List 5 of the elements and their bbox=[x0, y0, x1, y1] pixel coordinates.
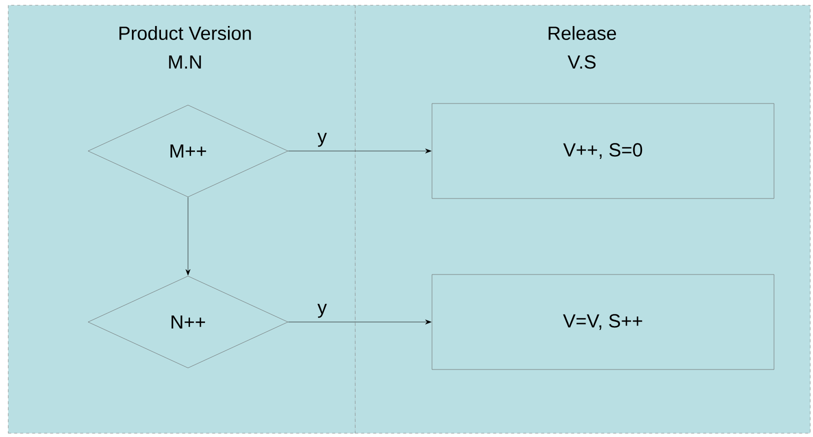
arrow bbox=[186, 197, 190, 276]
process-box: V++, S=0 bbox=[432, 103, 774, 199]
arrow bbox=[288, 320, 432, 324]
process-box: V=V, S++ bbox=[432, 274, 774, 370]
arrow bbox=[288, 148, 432, 154]
